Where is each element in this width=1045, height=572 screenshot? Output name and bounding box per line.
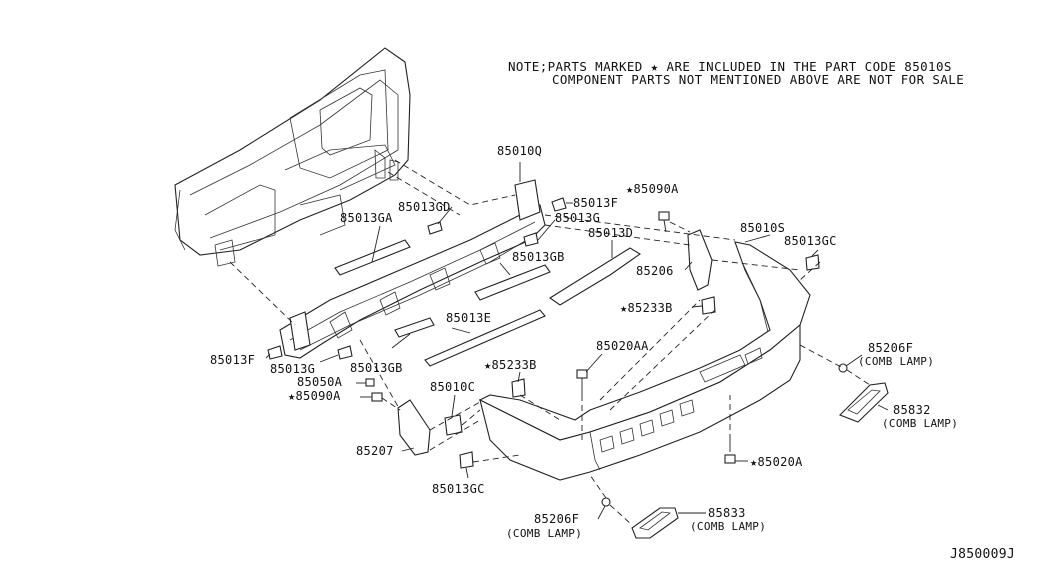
- bolt-85020AA: [576, 369, 588, 395]
- label-85013F-top: 85013F: [573, 196, 618, 210]
- bolt-85020A: [724, 440, 736, 464]
- comb-lamp-85833: [631, 507, 679, 539]
- note-line-2: COMPONENT PARTS NOT MENTIONED ABOVE ARE …: [552, 72, 965, 87]
- label-85090A-top: ★85090A: [626, 182, 679, 196]
- clip-85233B-mid: [511, 378, 526, 398]
- label-85013F-left: 85013F: [210, 353, 255, 367]
- clip-85013GC-bottom: [459, 451, 474, 469]
- label-85832-sub: (COMB LAMP): [882, 417, 958, 430]
- label-85010Q: 85010Q: [497, 144, 542, 158]
- leader-lines: [265, 162, 889, 520]
- label-85833: 85833: [708, 506, 746, 520]
- label-85013E: 85013E: [446, 311, 491, 325]
- strip-85013D: [549, 247, 642, 306]
- assembly-lines: [229, 159, 871, 526]
- strip-85013E: [424, 309, 546, 367]
- clip-85013F-top: [551, 197, 567, 212]
- label-85090A-left: ★85090A: [288, 389, 341, 403]
- label-85013GB-mid: 85013GB: [350, 361, 403, 375]
- rear-bumper-fascia: [478, 241, 811, 481]
- label-85010C: 85010C: [430, 380, 475, 394]
- bulb-85206F-right: [838, 363, 848, 373]
- label-85206: 85206: [636, 264, 674, 278]
- label-85020AA: 85020AA: [596, 339, 649, 353]
- label-85020A: ★85020A: [750, 455, 803, 469]
- strip-85013GB-upper: [474, 264, 551, 301]
- bulb-85206F-bottom: [601, 497, 611, 507]
- bolt-85050A: [365, 378, 375, 387]
- strip-85013GB-lower: [394, 317, 435, 338]
- comb-lamp-85832: [839, 382, 889, 423]
- label-85206F-right-sub: (COMB LAMP): [858, 355, 934, 368]
- label-85013GA: 85013GA: [340, 211, 393, 225]
- label-85013D: 85013D: [588, 226, 633, 240]
- clip-85013GD: [427, 221, 443, 235]
- label-85013G-left: 85013G: [270, 362, 315, 376]
- clip-85013GC-right: [805, 254, 820, 271]
- label-85050A: 85050A: [297, 375, 343, 389]
- diagram-code: J850009J: [950, 547, 1015, 562]
- strip-85013GA: [334, 239, 411, 276]
- bracket-85207: [397, 399, 431, 456]
- label-85010S: 85010S: [740, 221, 785, 235]
- clip-85233B-right: [701, 296, 716, 315]
- clip-85013G-top: [523, 232, 539, 247]
- clip-85010C: [444, 414, 463, 436]
- label-85013GC-right: 85013GC: [784, 234, 837, 248]
- label-85233B-mid: ★85233B: [484, 358, 537, 372]
- bolt-85090A-top: [658, 211, 670, 233]
- label-85206F-bottom: 85206F: [534, 512, 579, 526]
- clip-85013G-left: [337, 345, 353, 360]
- bracket-85206: [687, 229, 713, 291]
- clip-85013F-left: [267, 345, 283, 360]
- bumper-reinforcement: [279, 179, 546, 359]
- label-85206F-right: 85206F: [868, 341, 913, 355]
- label-85833-sub: (COMB LAMP): [690, 520, 766, 533]
- vehicle-rear-body: [174, 47, 411, 267]
- label-85233B-right: ★85233B: [620, 301, 673, 315]
- note-line-1: NOTE;PARTS MARKED ★ ARE INCLUDED IN THE …: [508, 59, 952, 74]
- label-85832: 85832: [893, 403, 931, 417]
- label-85206F-bottom-sub: (COMB LAMP): [506, 527, 582, 540]
- label-85013GC-bottom: 85013GC: [432, 482, 485, 496]
- bolt-85090A-left: [371, 392, 383, 402]
- label-85013GB-top: 85013GB: [512, 250, 565, 264]
- label-85013G-top: 85013G: [555, 211, 600, 225]
- label-85207: 85207: [356, 444, 394, 458]
- label-85013GD: 85013GD: [398, 200, 451, 214]
